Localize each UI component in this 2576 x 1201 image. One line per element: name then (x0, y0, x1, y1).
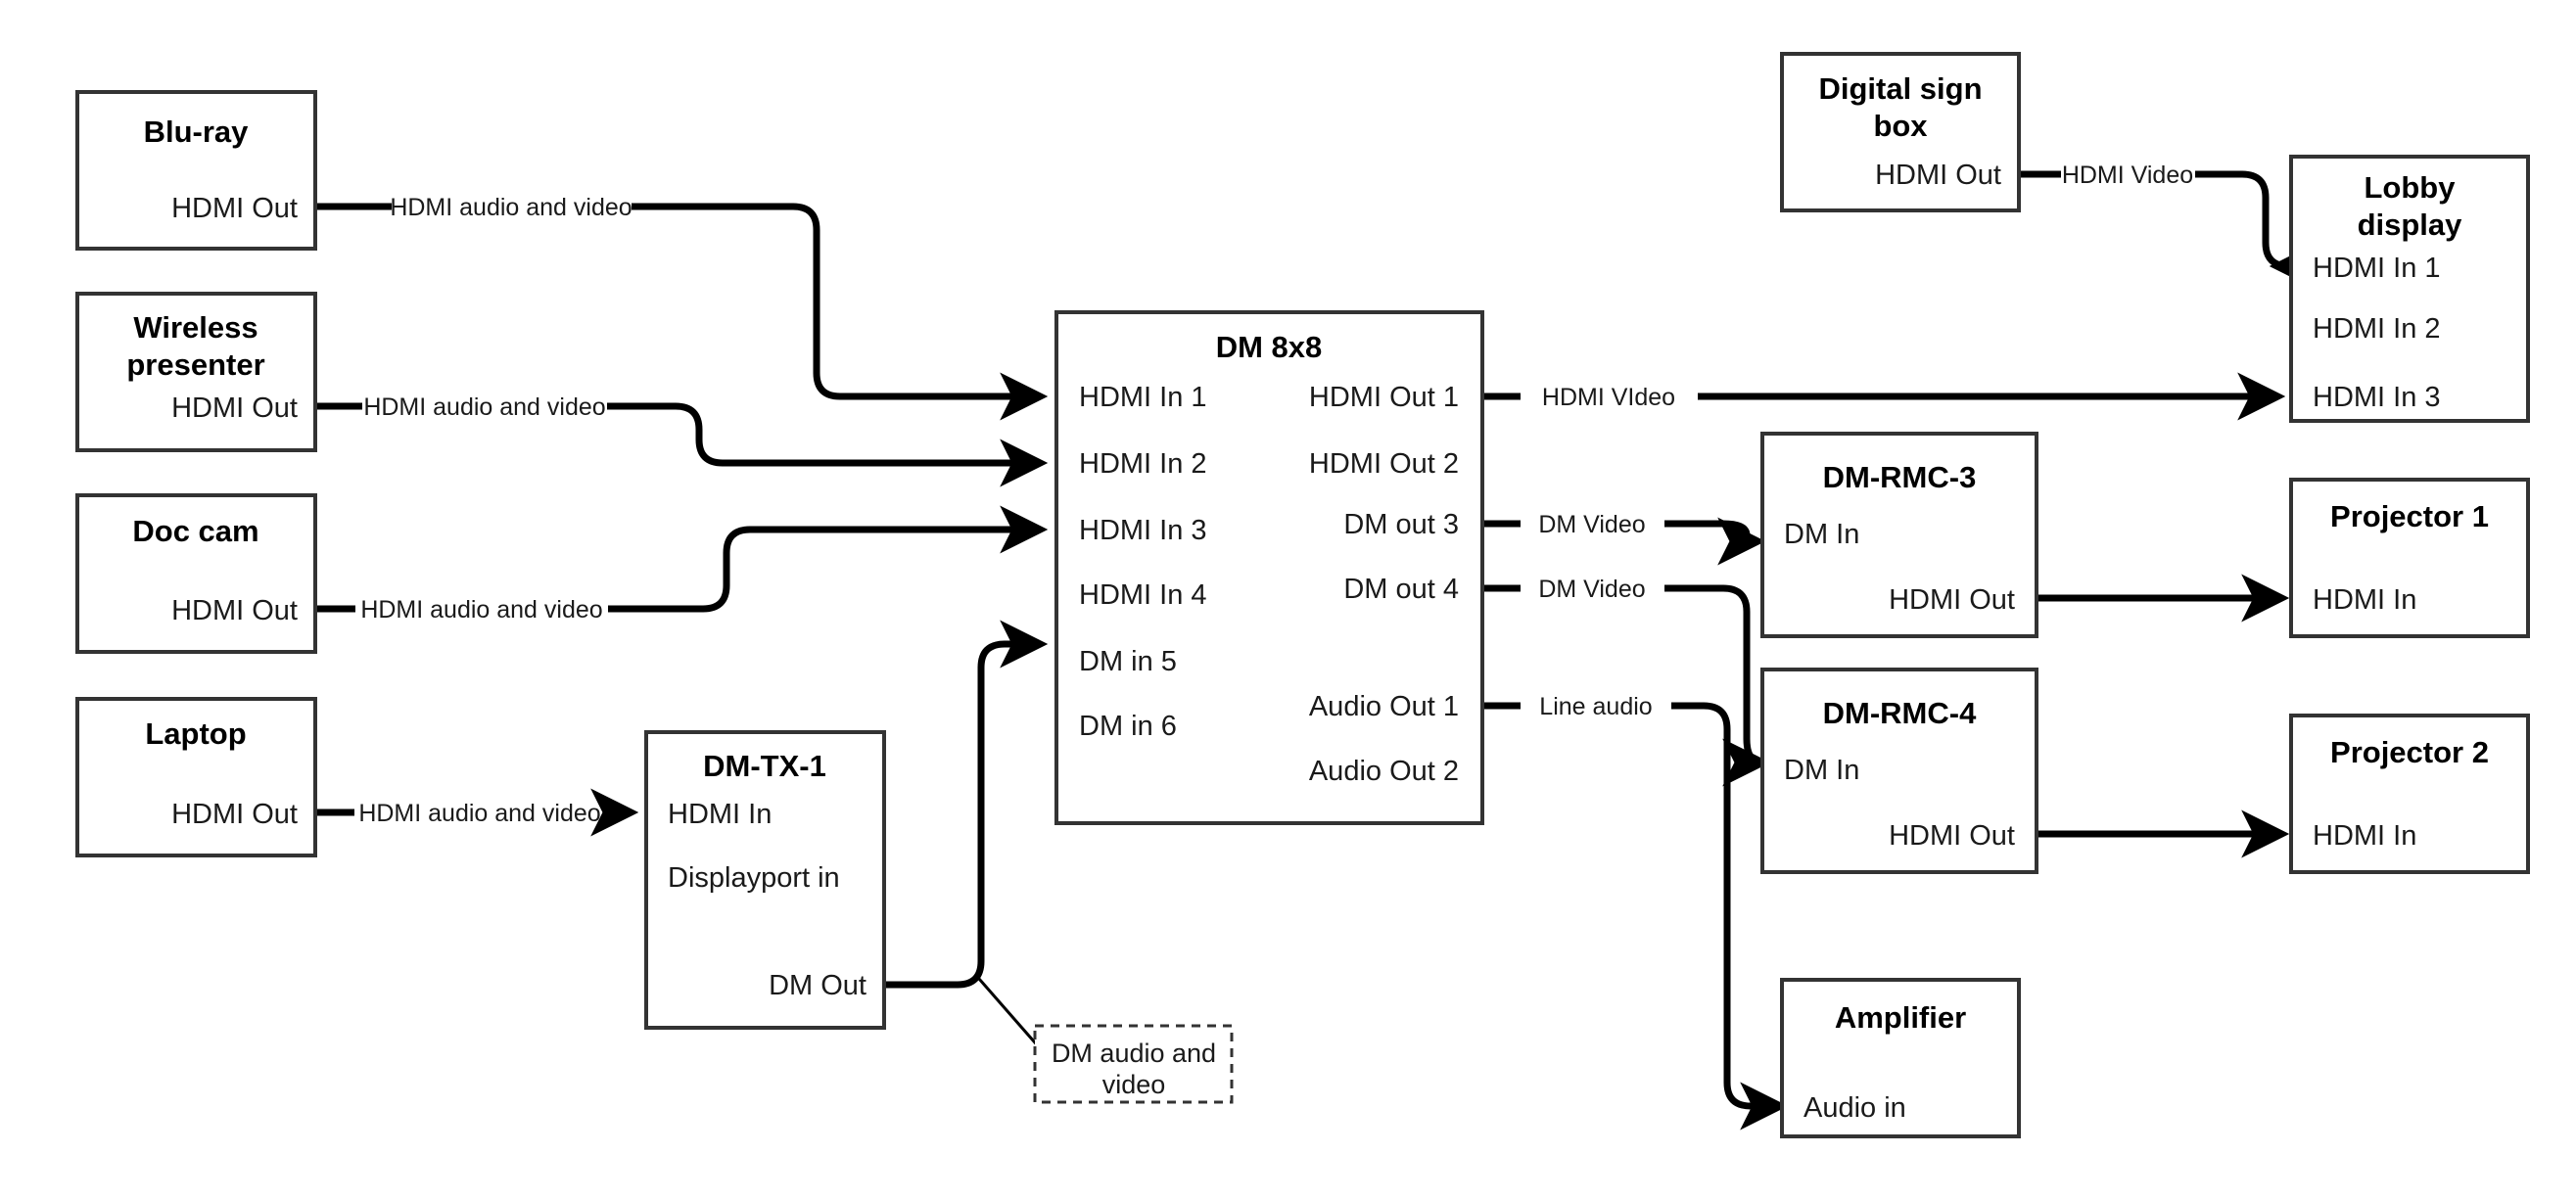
edge-label-wireless: HDMI audio and video (363, 393, 605, 421)
port-dm8x8-out-4: DM out 4 (1343, 574, 1459, 605)
wire-digitalsign-to-lobby (2019, 170, 2289, 266)
port-lobby-hdmi-in-2: HDMI In 2 (2313, 313, 2441, 345)
edge-label-dm-video-4: DM Video (1538, 576, 1645, 603)
wire-dmtx1-to-dm8x8 (884, 620, 1049, 989)
edge-label-bluray: HDMI audio and video (390, 194, 632, 221)
node-lobby-display-box[interactable] (2289, 155, 2530, 423)
wire-doccam-to-dm8x8 (315, 530, 1040, 613)
edge-label-doccam: HDMI audio and video (360, 596, 602, 624)
node-digital-sign-title-line1: Digital sign (1818, 71, 1982, 106)
node-amplifier[interactable]: Amplifier Audio in (1780, 978, 2021, 1138)
port-rmc3-dm-in: DM In (1784, 519, 1859, 550)
port-dm8x8-out-2: HDMI Out 2 (1309, 448, 1459, 480)
node-digital-sign-box-rect[interactable] (1780, 52, 2021, 212)
wire-wireless-to-dm8x8 (315, 402, 1040, 463)
wire-bluray-to-dm8x8 (315, 203, 1040, 396)
node-dm-rmc-3[interactable]: DM-RMC-3 DM In HDMI Out (1760, 432, 2038, 638)
node-lobby-display-title-line2: display (2358, 208, 2463, 242)
port-laptop-hdmi-out: HDMI Out (171, 799, 298, 830)
wire-dm8x8-audioout1-to-amplifier (1482, 702, 1780, 1106)
edge-label-laptop: HDMI audio and video (358, 800, 600, 827)
node-doc-cam-box[interactable] (75, 493, 317, 654)
node-dm-tx-1-box[interactable] (644, 730, 886, 1030)
node-bluray-title: Blu-ray (144, 115, 250, 149)
port-doccam-hdmi-out: HDMI Out (171, 595, 298, 626)
port-projector2-hdmi-in: HDMI In (2313, 820, 2416, 852)
port-dm8x8-audio-out-2: Audio Out 2 (1309, 756, 1459, 787)
node-dm-tx-1-title: DM-TX-1 (703, 749, 826, 783)
port-digitalsign-hdmi-out: HDMI Out (1875, 160, 2001, 191)
port-dm8x8-in-4: HDMI In 4 (1079, 579, 1207, 611)
node-lobby-display-title-line1: Lobby (2365, 170, 2457, 205)
node-wireless-presenter-title-line2: presenter (126, 347, 264, 382)
node-wireless-presenter[interactable]: Wireless presenter HDMI Out (75, 292, 317, 452)
port-projector1-hdmi-in: HDMI In (2313, 584, 2416, 616)
port-wireless-hdmi-out: HDMI Out (171, 393, 298, 424)
wire-dm8x8-dmout4-to-rmc4 (1482, 584, 1762, 762)
port-bluray-hdmi-out: HDMI Out (171, 193, 298, 224)
callout-text-line1: DM audio and (1052, 1039, 1216, 1068)
node-doc-cam[interactable]: Doc cam HDMI Out (75, 493, 317, 654)
wire-dm8x8-dmout3-to-rmc3 (1482, 524, 1757, 541)
node-bluray[interactable]: Blu-ray HDMI Out (75, 90, 317, 251)
node-projector-2-title: Projector 2 (2330, 735, 2489, 769)
node-dm-tx-1[interactable]: DM-TX-1 HDMI In Displayport in DM Out (644, 730, 886, 1030)
node-dm-8x8-box[interactable] (1054, 310, 1484, 825)
edge-label-line-audio: Line audio (1539, 693, 1652, 720)
node-dm-rmc-4[interactable]: DM-RMC-4 DM In HDMI Out (1760, 668, 2038, 874)
port-dmtx1-dm-out: DM Out (769, 970, 866, 1001)
node-projector-2[interactable]: Projector 2 HDMI In (2289, 714, 2530, 874)
port-dm8x8-in-6: DM in 6 (1079, 711, 1177, 742)
node-laptop-box[interactable] (75, 697, 317, 857)
node-amplifier-box[interactable] (1780, 978, 2021, 1138)
callout-dashed-box (1033, 1024, 1234, 1104)
port-lobby-hdmi-in-3: HDMI In 3 (2313, 382, 2441, 413)
port-rmc3-hdmi-out: HDMI Out (1889, 584, 2015, 616)
node-projector-1[interactable]: Projector 1 HDMI In (2289, 478, 2530, 638)
port-dm8x8-out-1: HDMI Out 1 (1309, 382, 1459, 413)
node-digital-sign-title-line2: box (1873, 109, 1928, 143)
node-wireless-presenter-title-line1: Wireless (133, 310, 258, 345)
node-projector-2-box[interactable] (2289, 714, 2530, 874)
node-dm-rmc-4-box[interactable] (1760, 668, 2038, 874)
port-rmc4-hdmi-out: HDMI Out (1889, 820, 2015, 852)
edge-label-digitalsign: HDMI Video (2062, 162, 2193, 189)
port-rmc4-dm-in: DM In (1784, 755, 1859, 786)
port-lobby-hdmi-in-1: HDMI In 1 (2313, 253, 2441, 284)
edge-label-dm-video-3: DM Video (1538, 511, 1645, 538)
callout-leader-line (977, 978, 1043, 1050)
node-laptop[interactable]: Laptop HDMI Out (75, 697, 317, 857)
port-dm8x8-audio-out-1: Audio Out 1 (1309, 691, 1459, 722)
port-dm8x8-out-3: DM out 3 (1343, 509, 1459, 540)
node-amplifier-title: Amplifier (1835, 1000, 1966, 1035)
node-laptop-title: Laptop (145, 716, 246, 751)
node-bluray-box[interactable] (75, 90, 317, 251)
node-dm-8x8-title: DM 8x8 (1216, 330, 1323, 364)
node-projector-1-box[interactable] (2289, 478, 2530, 638)
node-dm-rmc-3-title: DM-RMC-3 (1823, 460, 1977, 494)
node-dm-8x8[interactable]: DM 8x8 HDMI In 1 HDMI In 2 HDMI In 3 HDM… (1054, 310, 1484, 825)
node-dm-rmc-3-box[interactable] (1760, 432, 2038, 638)
node-dm-rmc-4-title: DM-RMC-4 (1823, 696, 1977, 730)
port-dm8x8-in-1: HDMI In 1 (1079, 382, 1207, 413)
port-dm8x8-in-3: HDMI In 3 (1079, 515, 1207, 546)
callout-dm-audio-and-video: DM audio and video (1033, 1024, 1234, 1104)
node-wireless-presenter-box[interactable] (75, 292, 317, 452)
node-doc-cam-title: Doc cam (132, 514, 258, 548)
edge-label-hdmi-video-lobby: HDMI VIdeo (1542, 384, 1675, 411)
port-amplifier-audio-in: Audio in (1803, 1092, 1906, 1124)
port-dmtx1-hdmi-in: HDMI In (668, 799, 772, 830)
node-digital-sign-box[interactable]: Digital sign box HDMI Out (1780, 52, 2021, 212)
node-projector-1-title: Projector 1 (2330, 499, 2489, 533)
callout-text-line2: video (1102, 1070, 1166, 1099)
port-dm8x8-in-2: HDMI In 2 (1079, 448, 1207, 480)
node-lobby-display[interactable]: Lobby display HDMI In 1 HDMI In 2 HDMI I… (2289, 155, 2530, 423)
port-dmtx1-displayport-in: Displayport in (668, 862, 840, 894)
port-dm8x8-in-5: DM in 5 (1079, 646, 1177, 677)
